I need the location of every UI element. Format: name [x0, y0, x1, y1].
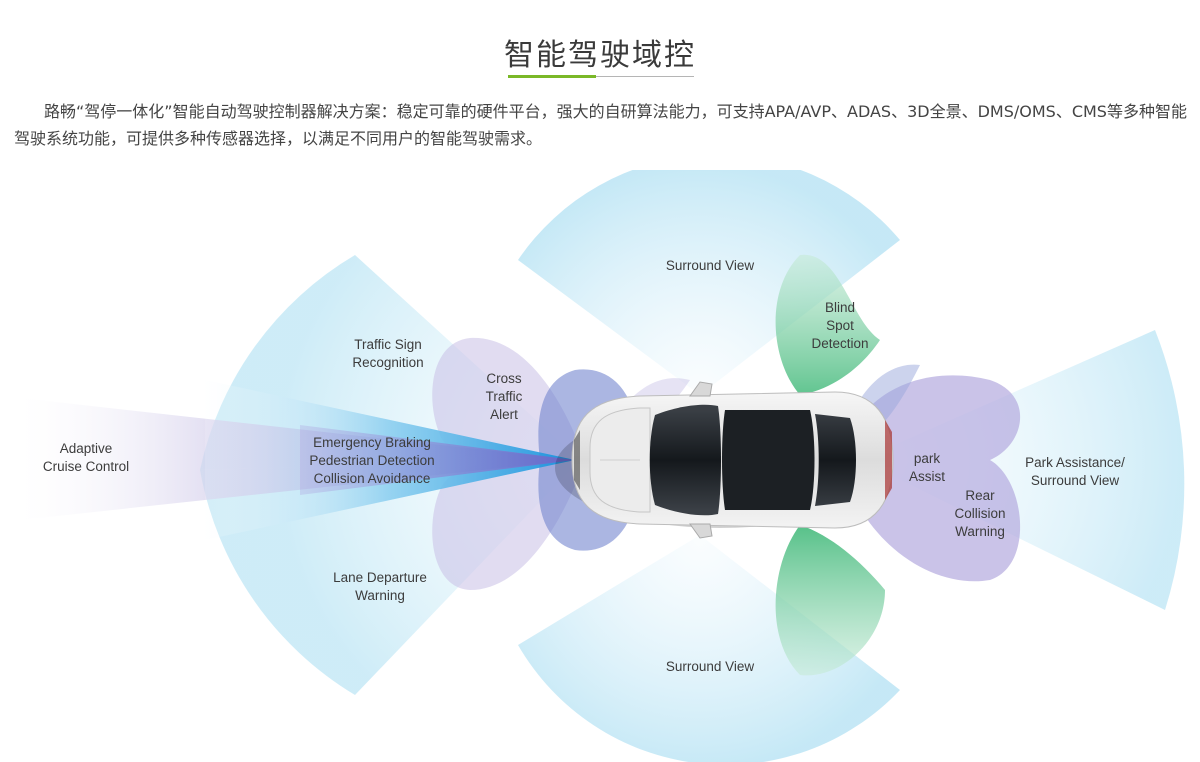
label-surround-view-bottom: Surround View: [665, 659, 755, 674]
car-top-view: [555, 381, 894, 539]
page-header: 智能驾驶域控 路畅“驾停一体化”智能自动驾驶控制器解决方案：稳定可靠的硬件平台，…: [0, 0, 1200, 160]
intro-paragraph: 路畅“驾停一体化”智能自动驾驶控制器解决方案：稳定可靠的硬件平台，强大的自研算法…: [14, 102, 1187, 148]
label-lane-departure: Lane Departure Warning: [333, 570, 427, 603]
park-assistance-zone: [860, 330, 1185, 610]
label-emergency-braking: Emergency Braking Pedestrian Detection C…: [309, 435, 435, 486]
label-park-assist: park Assist: [908, 451, 945, 484]
car-rear-window: [815, 414, 856, 506]
car-roof: [722, 410, 815, 510]
label-adaptive-cruise: Adaptive Cruise Control: [42, 441, 130, 474]
blind-spot-zone-top: [775, 254, 880, 395]
label-cross-traffic: Cross Traffic Alert: [485, 371, 523, 422]
adas-sensor-diagram: Surround View Blind Spot Detection Traff…: [0, 170, 1200, 762]
title-underline: [508, 76, 694, 77]
label-surround-view-top: Surround View: [665, 258, 755, 273]
title-underline-accent: [508, 75, 596, 78]
blind-spot-zone-bottom: [775, 525, 885, 676]
page-title: 智能驾驶域控: [504, 38, 696, 73]
surround-view-top-zone: [518, 170, 900, 395]
label-blind-spot: Blind Spot Detection: [811, 300, 869, 351]
label-traffic-sign: Traffic Sign Recognition: [352, 337, 424, 370]
car-windshield: [649, 404, 721, 516]
coverage-zones: [20, 170, 1185, 762]
surround-view-bottom-zone: [518, 535, 900, 762]
label-park-assistance: Park Assistance/ Surround View: [1025, 455, 1125, 488]
label-rear-collision: Rear Collision Warning: [954, 488, 1006, 539]
